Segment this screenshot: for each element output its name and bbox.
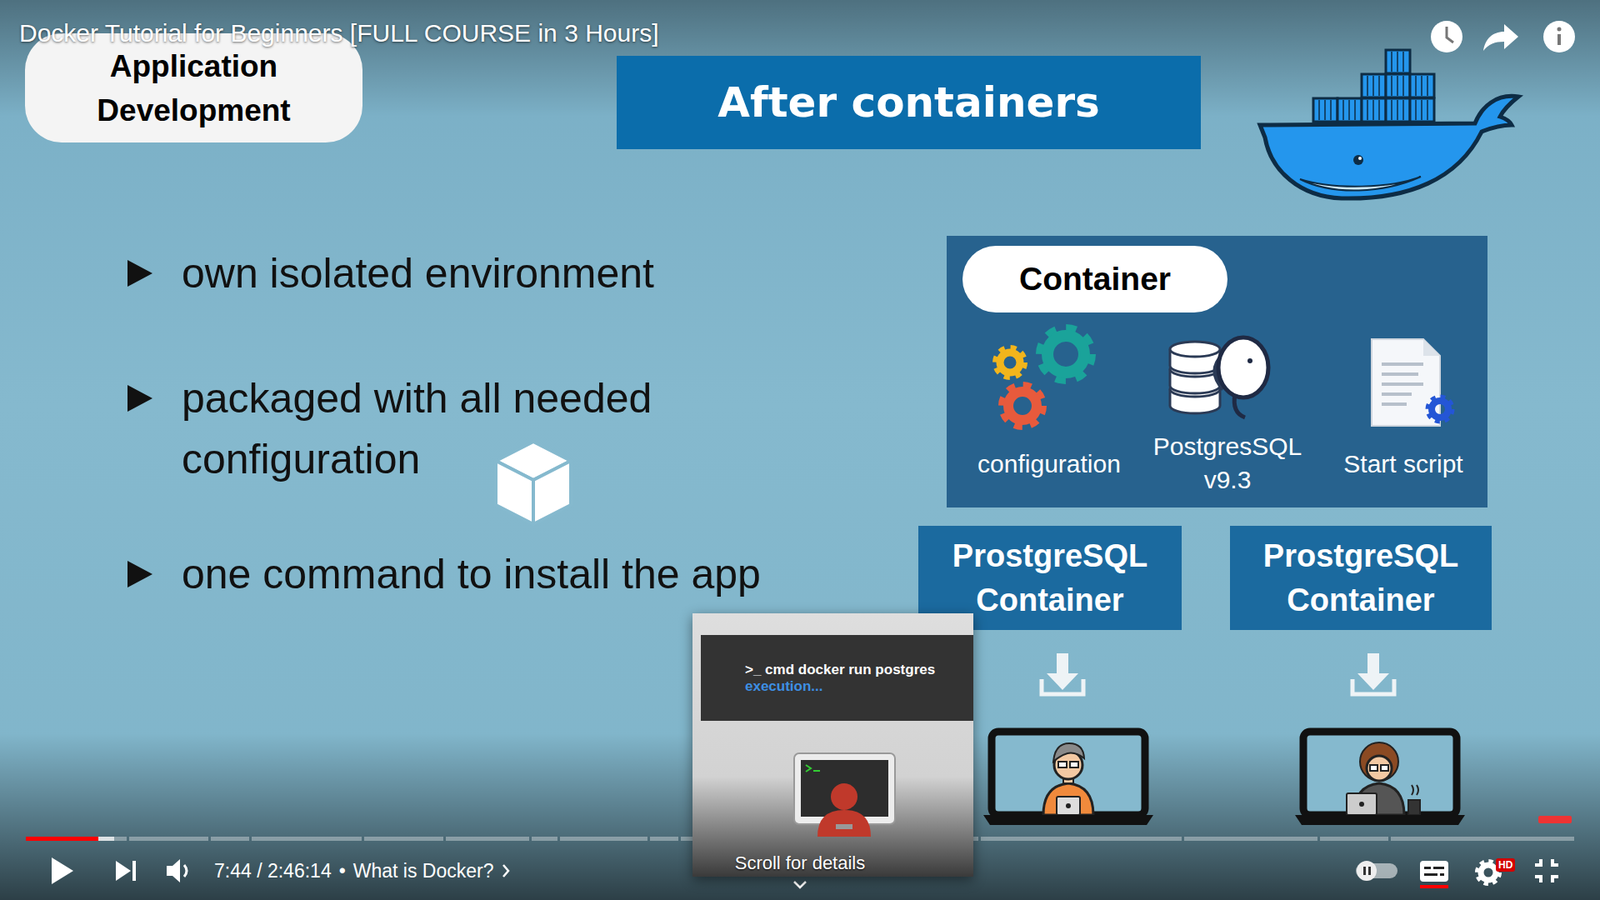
configuration-gears-icon: [995, 329, 1091, 426]
container-panel: configuration PostgresSQL v9.3 Start scrip…: [946, 235, 1488, 508]
play-button: [51, 857, 74, 885]
chapter-chevron: [500, 862, 511, 880]
laptop-developer-figure: [1295, 731, 1465, 825]
bullet-marker: [127, 560, 153, 588]
section-pill: Application Development: [25, 33, 363, 143]
scroll-chevron: [794, 881, 806, 888]
docker-whale-logo: [1260, 50, 1519, 199]
icon-caption-slot: Start script: [1311, 447, 1495, 481]
chapter-name: What is Docker?: [353, 859, 495, 883]
next-button: [115, 860, 136, 881]
time-code: 7:44 / 2:46:14: [214, 859, 332, 883]
icon-caption: configuration: [977, 447, 1121, 481]
autoplay-toggle: [1355, 860, 1398, 881]
pill-text: Application Development: [25, 44, 363, 133]
exit-fullscreen-button: [1535, 859, 1559, 883]
separator-dot: •: [339, 859, 346, 883]
bullet-text: packaged with all needed configuration: [181, 368, 699, 490]
download-icon: [1041, 653, 1084, 695]
card-hint-slot: Scroll for details: [708, 852, 892, 875]
time-row: 7:44 / 2:46:14 • What is Docker?: [214, 859, 511, 883]
laptop-developer-figure: [983, 731, 1154, 825]
bullet-marker: [127, 385, 153, 412]
terminal-command: >_ cmd docker run postgres: [745, 661, 935, 679]
watch-later-icon: [1430, 20, 1463, 53]
preview-card: Scroll for details >_ cmd docker run post…: [692, 613, 974, 877]
pill-text: Container: [1019, 260, 1171, 299]
terminal-box: >_ cmd docker run postgresexecution...: [700, 635, 974, 721]
bullet-marker: [127, 260, 153, 287]
terminal-status: execution...: [745, 678, 824, 695]
container-pill: Container: [962, 245, 1228, 313]
volume-button: [166, 859, 187, 883]
box-text: ProstgreSQL Container: [918, 534, 1182, 623]
info-icon: [1543, 20, 1575, 53]
icon-caption-slot: configuration: [957, 447, 1141, 481]
box-text: ProstgreSQL Container: [1230, 534, 1492, 623]
icon-caption: Start script: [1343, 447, 1463, 481]
bullet-text: own isolated environment: [181, 243, 715, 305]
bullet-text: one command to install the app: [181, 544, 761, 605]
package-cube-icon: [495, 441, 571, 525]
subscribe-watermark: [1538, 815, 1572, 824]
quality-badge: HD: [1495, 858, 1515, 872]
heading-band: After containers: [616, 55, 1201, 150]
postgres-icon: [1170, 337, 1269, 418]
heading-text: After containers: [717, 77, 1100, 128]
card-hint: Scroll for details: [735, 852, 866, 875]
download-icon: [1352, 653, 1395, 695]
video-title: Docker Tutorial for Beginners [FULL COUR…: [19, 18, 660, 49]
icon-caption: PostgresSQL v9.3: [1135, 430, 1320, 497]
container-box: ProstgreSQL Container: [1230, 525, 1492, 630]
share-icon: [1483, 24, 1519, 51]
monitor-user-figure: [794, 753, 895, 837]
icon-caption-slot: PostgresSQL v9.3: [1135, 430, 1320, 497]
start-script-icon: [1371, 339, 1452, 426]
captions-button: [1420, 860, 1449, 889]
